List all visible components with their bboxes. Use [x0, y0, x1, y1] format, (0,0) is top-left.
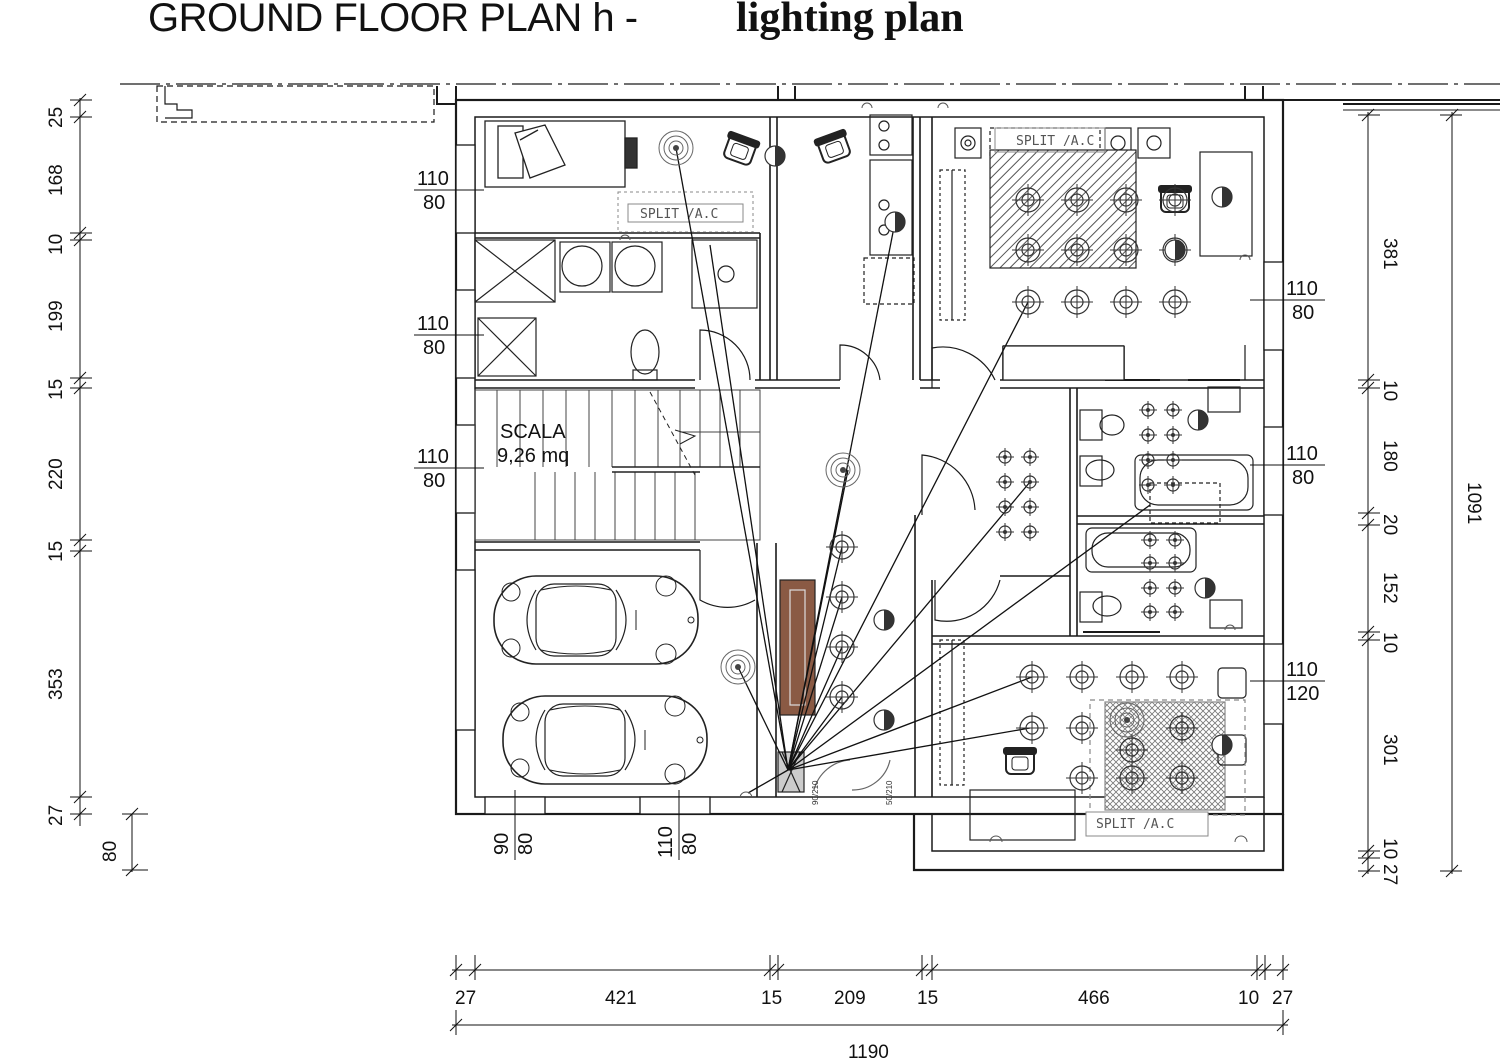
dimension-label: 209	[834, 988, 866, 1009]
door-size-mark: 90/210	[811, 780, 820, 805]
dimension-total: 1190	[848, 1042, 889, 1060]
window-height: 80	[679, 833, 701, 855]
dimension-label: 381	[1379, 238, 1400, 270]
dimension-label: 180	[1379, 440, 1400, 472]
dimension-label: 15	[761, 988, 782, 1009]
dimension-label: 15	[46, 541, 67, 562]
wiring-lines	[675, 147, 1151, 794]
dimension-label: 20	[1379, 514, 1400, 535]
window-height: 80	[423, 337, 445, 359]
dimension-label: 10	[1379, 380, 1400, 401]
dimension-label: 421	[605, 988, 637, 1009]
small-outlets	[619, 102, 1251, 843]
dimension-label: 10	[1379, 632, 1400, 653]
dimension-label: 10	[1379, 838, 1400, 859]
master-bedroom	[939, 127, 1253, 381]
door-size-marks: 90/210 50/210	[811, 780, 894, 805]
window-height: 80	[515, 833, 537, 855]
window-width: 110	[417, 168, 449, 190]
dimension-line-right	[1358, 108, 1462, 878]
dimension-label: 27	[46, 805, 67, 826]
dimension-label: 220	[46, 458, 67, 490]
ac-units	[617, 127, 1209, 837]
dimension-label: 466	[1078, 988, 1110, 1009]
window-width: 110	[1286, 278, 1318, 300]
window-labels-left	[414, 189, 484, 469]
window-labels-right	[1250, 299, 1325, 682]
dimension-label: 27	[455, 988, 476, 1009]
window-width: 110	[417, 313, 449, 335]
dimension-label: 168	[46, 164, 67, 196]
interior-walls	[475, 117, 1264, 797]
dimension-label: 301	[1379, 734, 1400, 766]
room-area-stairs: 9,26 mq	[497, 445, 569, 467]
window-width: 110	[1286, 443, 1318, 465]
ac-unit-label: SPLIT /A.C	[640, 207, 718, 222]
window-width: 90	[491, 833, 513, 855]
bathrooms	[1079, 386, 1254, 629]
plan-title: GROUND FLOOR PLAN h -	[148, 0, 638, 40]
kitchen-unit	[777, 114, 915, 793]
door-swings	[699, 329, 1246, 791]
dimension-label: 80	[100, 841, 121, 862]
window-width: 110	[417, 446, 449, 468]
ac-unit-label: SPLIT /A.C	[1016, 134, 1094, 149]
window-height: 80	[423, 470, 445, 492]
dimension-label: 15	[917, 988, 938, 1009]
door-size-mark: 50/210	[885, 780, 894, 805]
window-labels-bottom	[514, 790, 680, 860]
window-width: 110	[1286, 659, 1318, 681]
bedroom-top-left	[484, 120, 638, 188]
ac-unit-label: SPLIT /A.C	[1096, 817, 1174, 832]
dimension-label: 353	[46, 668, 67, 700]
laundry-bath-top-left	[474, 239, 758, 381]
staircase	[474, 389, 761, 541]
dimension-label: 152	[1379, 572, 1400, 604]
dimension-total: 1091	[1463, 482, 1484, 524]
dimension-line-left	[70, 93, 148, 877]
dimension-label: 199	[46, 300, 67, 332]
dimension-label: 10	[1238, 988, 1259, 1009]
window-height: 80	[1292, 302, 1314, 324]
dimension-line-bottom	[449, 955, 1290, 1035]
spotlights	[995, 400, 1185, 622]
window-height: 80	[1292, 467, 1314, 489]
dimension-label: 27	[1272, 988, 1293, 1009]
window-width: 110	[655, 826, 677, 858]
dimension-label: 10	[46, 234, 67, 255]
window-height: 120	[1286, 683, 1319, 705]
dimension-label: 27	[1379, 864, 1400, 885]
room-name-stairs: SCALA	[500, 421, 566, 443]
second-bedroom	[939, 639, 1247, 841]
dimension-label: 15	[46, 379, 67, 400]
window-height: 80	[423, 192, 445, 214]
plan-subtitle: lighting plan	[736, 0, 964, 41]
garage-cars	[493, 575, 708, 785]
dimension-label: 25	[46, 107, 67, 128]
